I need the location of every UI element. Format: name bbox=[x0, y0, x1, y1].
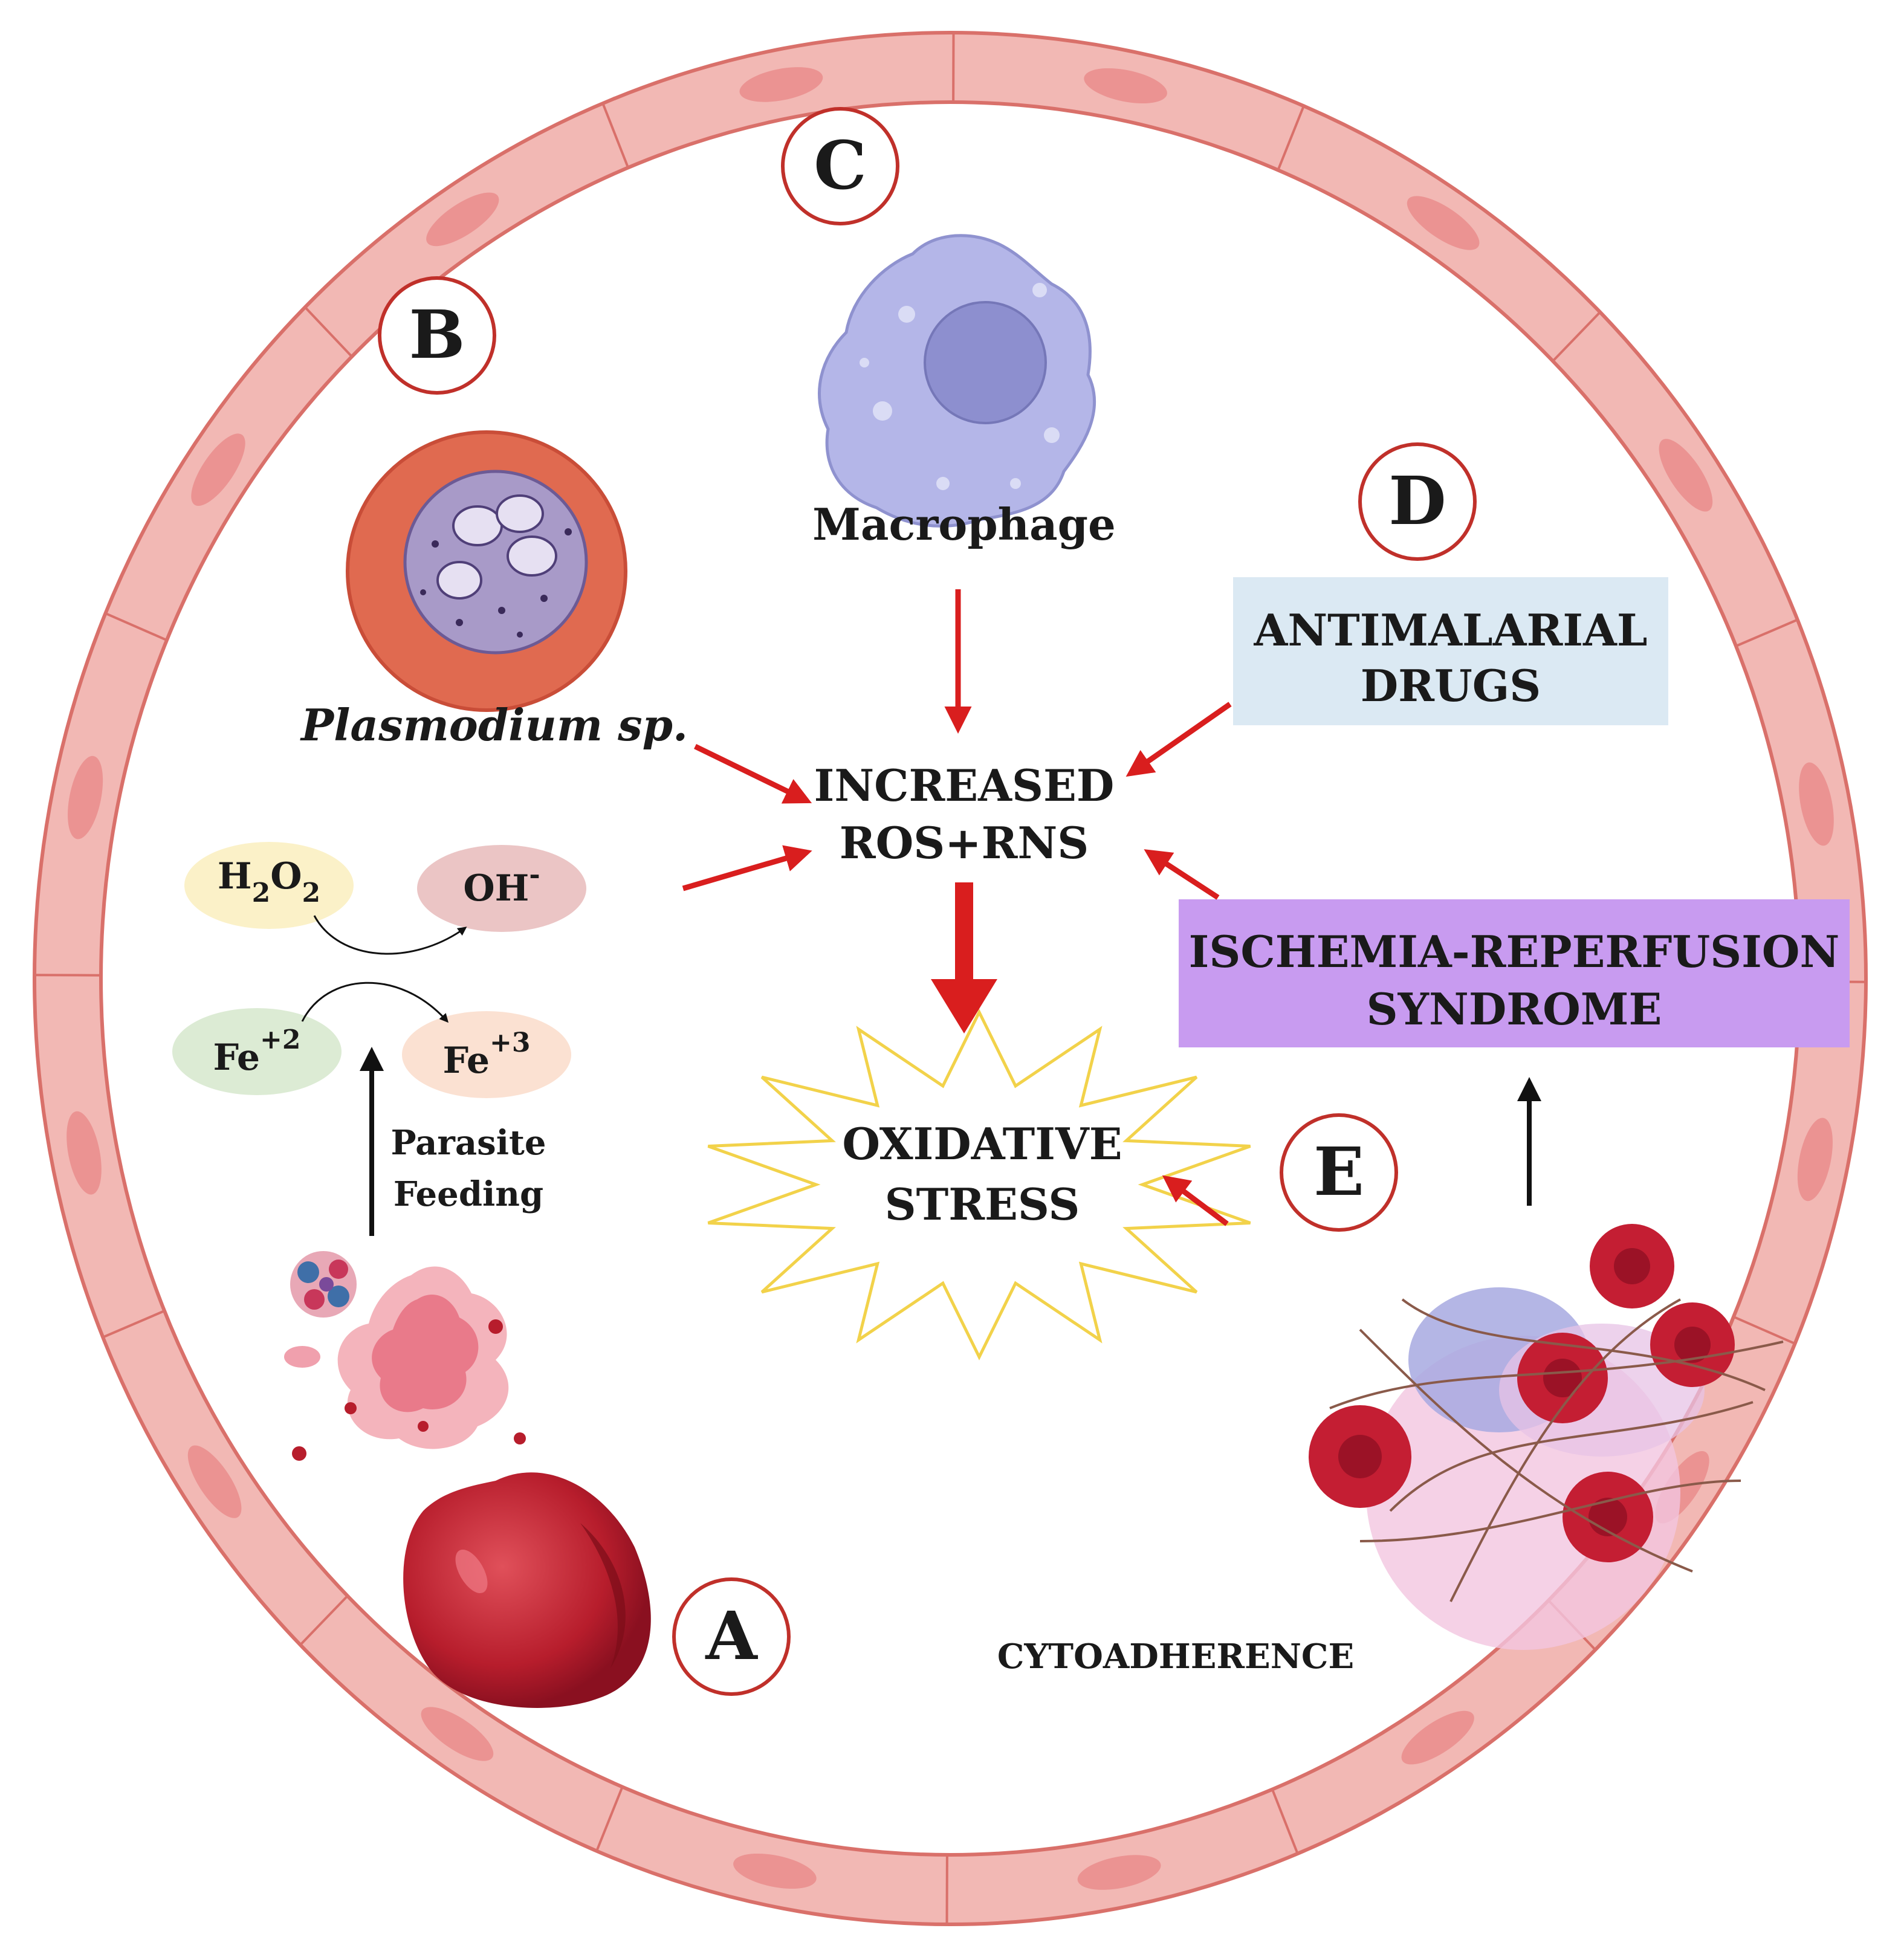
h2o2-sub1: 2 bbox=[252, 878, 271, 908]
panel-d-letter: D bbox=[1388, 462, 1446, 540]
panel-a: A bbox=[674, 1579, 789, 1694]
plasmodium-label: Plasmodium sp. bbox=[300, 699, 688, 751]
panel-e-letter: E bbox=[1313, 1133, 1364, 1211]
increased-label-line2: ROS+RNS bbox=[840, 817, 1089, 868]
fe2-base: Fe bbox=[213, 1037, 261, 1079]
panel-e: E bbox=[1281, 1115, 1396, 1230]
increased-label-line1: INCREASED bbox=[814, 760, 1115, 811]
panel-b: B bbox=[380, 278, 494, 393]
fe3-base: Fe bbox=[443, 1040, 490, 1082]
oxidative-label-line1: OXIDATIVE bbox=[842, 1118, 1122, 1169]
panel-d: D bbox=[1360, 444, 1475, 559]
antimalarial-label-line2: DRUGS bbox=[1361, 660, 1541, 711]
h2o2-sub2: 2 bbox=[302, 878, 320, 908]
antimalarial-label-line1: ANTIMALARIAL bbox=[1254, 604, 1648, 656]
fe2-chip: Fe+2 bbox=[172, 1008, 342, 1095]
parasite-label-line1: Parasite bbox=[391, 1123, 546, 1163]
panel-a-letter: A bbox=[705, 1597, 758, 1675]
h2o2-base1: H bbox=[218, 855, 252, 898]
panel-c-letter: C bbox=[814, 126, 867, 204]
parasite-label-line2: Feeding bbox=[393, 1174, 543, 1214]
hemoglobin-molecule bbox=[290, 1251, 357, 1318]
fe2-sup: +2 bbox=[260, 1024, 300, 1055]
oxidative-label-line2: STRESS bbox=[885, 1179, 1080, 1230]
antimalarial-drugs-box: ANTIMALARIAL DRUGS bbox=[1233, 577, 1668, 725]
cytoadherence-label: CYTOADHERENCE bbox=[997, 1637, 1354, 1677]
fe3-sup: +3 bbox=[490, 1027, 530, 1058]
macrophage-label: Macrophage bbox=[812, 499, 1116, 550]
h2o2-base2: O bbox=[270, 855, 302, 898]
panel-b-letter: B bbox=[409, 296, 465, 374]
h2o2-chip: H2O2 bbox=[184, 842, 354, 929]
ischemia-reperfusion-box: ISCHEMIA-REPERFUSION SYNDROME bbox=[1179, 899, 1850, 1047]
ischemia-label-line2: SYNDROME bbox=[1367, 983, 1662, 1035]
svg-text:OH-: OH- bbox=[463, 859, 540, 910]
ischemia-label-line1: ISCHEMIA-REPERFUSION bbox=[1189, 926, 1840, 977]
hydroxyl-chip: OH- bbox=[417, 845, 586, 932]
oh-sup: - bbox=[529, 859, 540, 890]
infected-red-blood-cell bbox=[348, 432, 626, 710]
panel-c: C bbox=[783, 109, 898, 224]
fe3-chip: Fe+3 bbox=[402, 1011, 571, 1098]
oh-base: OH bbox=[463, 867, 529, 910]
